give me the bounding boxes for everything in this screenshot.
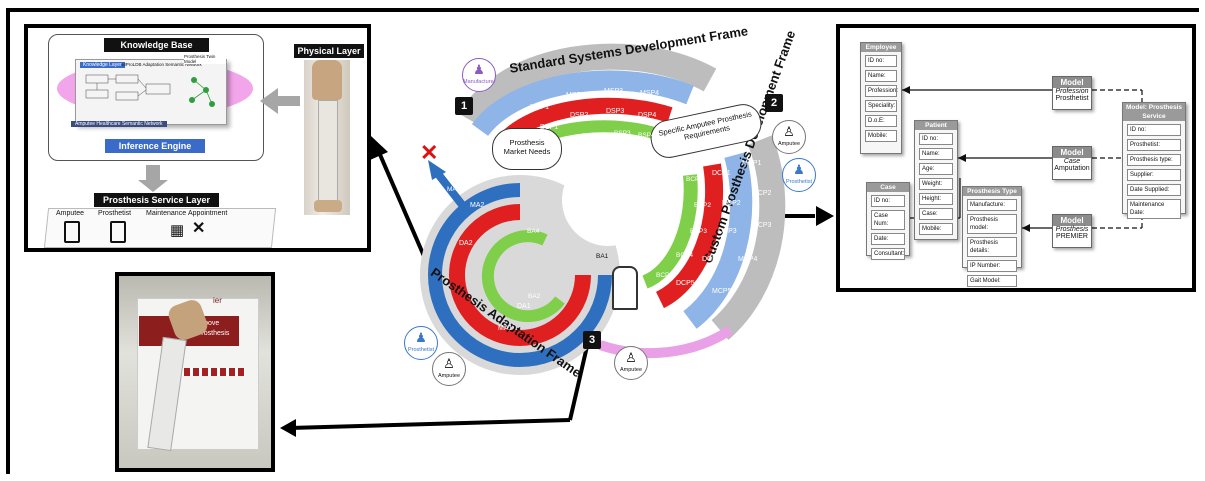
right-m-3: MCP3 [752,222,772,229]
top-d-2: DSP2 [570,112,589,119]
prosthetic-leg-icon [612,266,638,310]
model-case: Model Case Amputation [1052,146,1092,180]
left-ba1: BA1 [596,253,609,260]
step-2-badge: 2 [765,94,783,112]
knowledge-base-box: Knowledge Base Knowledge Layer uIProLDB … [48,34,264,161]
top-m-1: MSP1 [530,104,550,111]
prosthetist-icon: ♟ [793,162,805,177]
amputee-icon: ♙ [443,356,455,371]
right-d-4: DCP4 [702,256,721,263]
crossed-user-icon: ✕ [420,140,439,165]
left-ma22: MA2.2 [447,186,466,193]
employee-entity: Employee ID no: Name: Profession: Specia… [860,42,902,154]
right-m-4: MCP4 [738,256,758,263]
right-d-2: DCP2 [722,200,741,207]
top-d-4: DSP4 [638,112,657,119]
healthcare-network-tag: Amputee Healthcare Semantic Network [71,121,167,127]
left-ma1: MA1 [498,325,513,332]
data-model-panel: Employee ID no: Name: Profession: Specia… [836,24,1196,292]
prosthesis-leg-photo [304,60,350,215]
knowledge-panel: Knowledge Base Knowledge Layer uIProLDB … [24,24,371,252]
amputee-role-bottom: ♙ Amputee [614,346,648,380]
top-d-3: DSP3 [606,108,625,115]
model-prosthesis: Model Prosthesis PREMIER [1052,214,1092,248]
manufacturer-role: ♟ Manufacturer [462,58,496,92]
amputee-icon: ♙ [625,350,637,365]
model-profession: Model Profession Prosthetist [1052,76,1092,110]
diagram-hub [562,154,654,246]
prosthesis-service-entity: Model: Prosthesis Service ID no: Prosthe… [1122,102,1186,219]
left-ba4: BA4 [527,228,540,235]
right-b-1: BCP1 [686,176,703,183]
top-b-4: BSP4 [638,132,655,139]
right-b-3: BCP3 [690,228,707,235]
market-needs-cloud [492,128,562,170]
model-connectors [902,86,1143,232]
top-m-4: MSP4 [640,90,660,97]
manufacturer-icon: ♟ [473,62,485,77]
top-b-1: BSP1 [565,142,582,149]
physical-layer-title: Physical Layer [294,44,364,58]
step-1-badge: 1 [455,97,473,115]
service-appointment-label: Appointment [188,210,228,217]
photo-text-1: ier [213,296,222,305]
right-m-5: MCP5 [712,288,732,295]
inference-engine: Inference Engine [105,139,205,153]
network-graph [85,74,215,107]
knowledge-layer-tag: Knowledge Layer [80,62,125,68]
tools-icon: ✕ [192,220,206,237]
knowledge-base-title: Knowledge Base [104,38,209,52]
amputee-icon: ♙ [783,124,795,139]
right-m-1: MCP1 [742,160,762,167]
prosthetist-role-right: ♟ Prosthetist [782,158,816,192]
top-b-2: BSP2 [588,133,605,140]
phone-icon [110,221,126,243]
amputee-role-right: ♙ Amputee [772,120,806,154]
photo: ier tive Above ee Prosthesis [119,276,271,468]
photo-red-stripe [175,368,245,376]
step-3-badge: 3 [583,331,601,349]
prosthetist-icon: ♟ [415,330,427,345]
tablet-icon [64,221,80,243]
right-b-5: BCP5 [656,272,673,279]
calendar-icon: ▦ [170,222,185,239]
left-da1: DA1 [517,303,531,310]
prosthesis-type-entity: Prosthesis Type Manufacture: Prosthesis … [962,186,1022,287]
outer-frame [6,8,1199,474]
right-frame-arcs [598,135,786,359]
prosthesis-photo-panel: ier tive Above ee Prosthesis [115,272,275,472]
left-ba2: BA2 [528,293,541,300]
right-m-2: MCP2 [752,190,772,197]
photo-text-3: ee Prosthesis [187,330,230,337]
right-d-1: DCP1 [712,170,731,177]
top-m-3: MSP3 [604,88,624,95]
right-d-3: DCP3 [718,228,737,235]
right-d-5: DCP5 [676,280,695,287]
twin-model-label: Prosthesis Twin Model [184,54,226,64]
right-b-2: BCP2 [694,202,711,209]
service-maintenance-label: Maintenance [146,210,187,217]
market-needs-label: Prosthesis Market Needs [503,138,551,156]
right-b-4: BCP4 [676,252,693,259]
service-layer-title: Prosthesis Service Layer [94,193,219,207]
prosthetist-role-left: ♟ Prosthetist [404,326,438,360]
knowledge-arrows [138,88,300,192]
patient-entity: Patient ID no: Name: Age: Weight: Height… [914,120,958,240]
left-ma2: MA2 [470,202,485,209]
service-prosthetist-label: Prosthetist [98,210,132,217]
top-d-1: DSP1 [540,124,559,131]
left-da2: DA2 [459,240,473,247]
top-m-2: MSP2 [566,92,586,99]
amputee-role-left: ♙ Amputee [432,352,466,386]
network-title: uIProLDB Adaptation Semantic Network [122,62,202,67]
top-b-3: BSP3 [614,130,631,137]
case-entity: Case ID no: Case Num: Date: Consultant: [866,182,910,260]
service-amputee-label: Amputee [56,210,85,217]
